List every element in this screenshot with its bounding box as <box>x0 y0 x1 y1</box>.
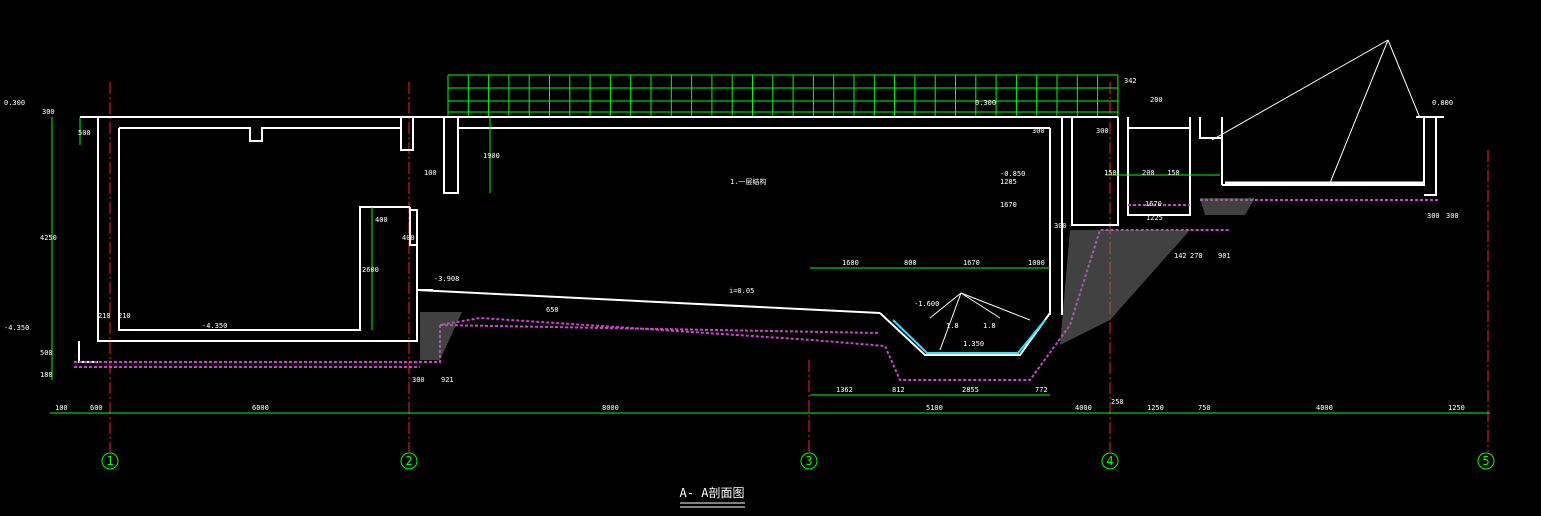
axis-label-3: 3 <box>805 454 812 468</box>
misc-210b: 210 <box>118 312 131 320</box>
misc-300: 300 <box>412 376 425 384</box>
misc-210a: 210 <box>98 312 111 320</box>
axis-label-1: 1 <box>106 454 113 468</box>
misc-200: 200 <box>1150 96 1163 104</box>
misc-300b: 300 <box>1032 127 1045 135</box>
dim-top-1600: 1600 <box>842 259 859 267</box>
misc-150b: 150 <box>1167 169 1180 177</box>
note-trench-1: 1.8 <box>946 322 959 330</box>
note-1: 1.一层结构 <box>730 177 766 186</box>
elev-1: 0.300 <box>4 99 25 107</box>
misc-650: 650 <box>546 306 559 314</box>
dim-bottom-600: 600 <box>90 404 103 412</box>
misc-1285: 1285 <box>1000 178 1017 186</box>
misc-1670: 1670 <box>1145 200 1162 208</box>
misc-300c: 300 <box>1096 127 1109 135</box>
dimension-lines <box>50 117 1490 414</box>
dim-bottom-250: 250 <box>1111 398 1124 406</box>
title-text: A- A剖面图 <box>680 486 745 500</box>
misc-342: 342 <box>1124 77 1137 85</box>
axis-label-4: 4 <box>1106 454 1113 468</box>
misc-200b: 200 <box>1142 169 1155 177</box>
backfill-hatch <box>420 198 1255 360</box>
dim-left-300: 300 <box>42 108 55 116</box>
elev-8: 0.800 <box>1432 99 1453 107</box>
dim-sub-2855: 2855 <box>962 386 979 394</box>
axis-bubbles: 1 2 3 4 5 <box>101 452 1495 470</box>
dim-bottom-100: 100 <box>55 404 68 412</box>
elev-7: -0.850 <box>1000 170 1025 178</box>
dim-left-500b: 500 <box>40 349 53 357</box>
dim-bottom-1250a: 1250 <box>1147 404 1164 412</box>
dim-bottom-1250b: 1250 <box>1448 404 1465 412</box>
dim-bottom-8000: 8000 <box>602 404 619 412</box>
dim-sub-1362: 1362 <box>836 386 853 394</box>
leader-lines <box>929 39 1421 351</box>
elev-5: 0.300 <box>975 99 996 107</box>
elev-2: -4.350 <box>4 324 29 332</box>
misc-400b: 400 <box>402 234 415 242</box>
dim-top-1670: 1670 <box>963 259 980 267</box>
dim-left-500: 500 <box>78 129 91 137</box>
misc-2600: 2600 <box>362 266 379 274</box>
elev-4: -3.908 <box>434 275 459 283</box>
misc-1225: 1225 <box>1146 214 1163 222</box>
misc-921: 921 <box>441 376 454 384</box>
dim-bottom-6000: 6000 <box>252 404 269 412</box>
slope-label: i=0.05 <box>729 287 754 295</box>
misc-300f: 300 <box>1446 212 1459 220</box>
dim-sub-772: 772 <box>1035 386 1048 394</box>
dimension-texts: 100 600 6000 8000 5100 4000 250 1250 750… <box>4 77 1465 412</box>
misc-300e: 300 <box>1054 222 1067 230</box>
misc-100: 100 <box>424 169 437 177</box>
misc-150a: 150 <box>1104 169 1117 177</box>
axis-lines <box>109 82 1489 452</box>
elev-3: -4.350 <box>202 322 227 330</box>
elev-6: -1.600 <box>914 300 939 308</box>
note-trench-3: 1.350 <box>963 340 984 348</box>
misc-142: 142 <box>1174 252 1187 260</box>
dim-left-180: 180 <box>40 371 53 379</box>
dim-bottom-750: 750 <box>1198 404 1211 412</box>
dim-bottom-5100: 5100 <box>926 404 943 412</box>
dim-sub-812: 812 <box>892 386 905 394</box>
axis-label-5: 5 <box>1482 454 1489 468</box>
dim-left-4250: 4250 <box>40 234 57 242</box>
dim-top-1000: 1000 <box>1028 259 1045 267</box>
drawing-title: A- A剖面图 <box>680 486 745 508</box>
misc-1900: 1900 <box>483 152 500 160</box>
structure-walls <box>78 116 1444 363</box>
misc-270: 270 <box>1190 252 1203 260</box>
misc-1670b: 1670 <box>1000 201 1017 209</box>
misc-901: 901 <box>1218 252 1231 260</box>
roof-grid <box>447 74 1119 117</box>
dim-bottom-4000b: 4000 <box>1316 404 1333 412</box>
trench-liner <box>892 319 1046 354</box>
axis-label-2: 2 <box>405 454 412 468</box>
dim-top-800: 800 <box>904 259 917 267</box>
misc-400a: 400 <box>375 216 388 224</box>
misc-300d: 300 <box>1427 212 1440 220</box>
dim-bottom-4000a: 4000 <box>1075 404 1092 412</box>
note-trench-2: 1.8 <box>983 322 996 330</box>
